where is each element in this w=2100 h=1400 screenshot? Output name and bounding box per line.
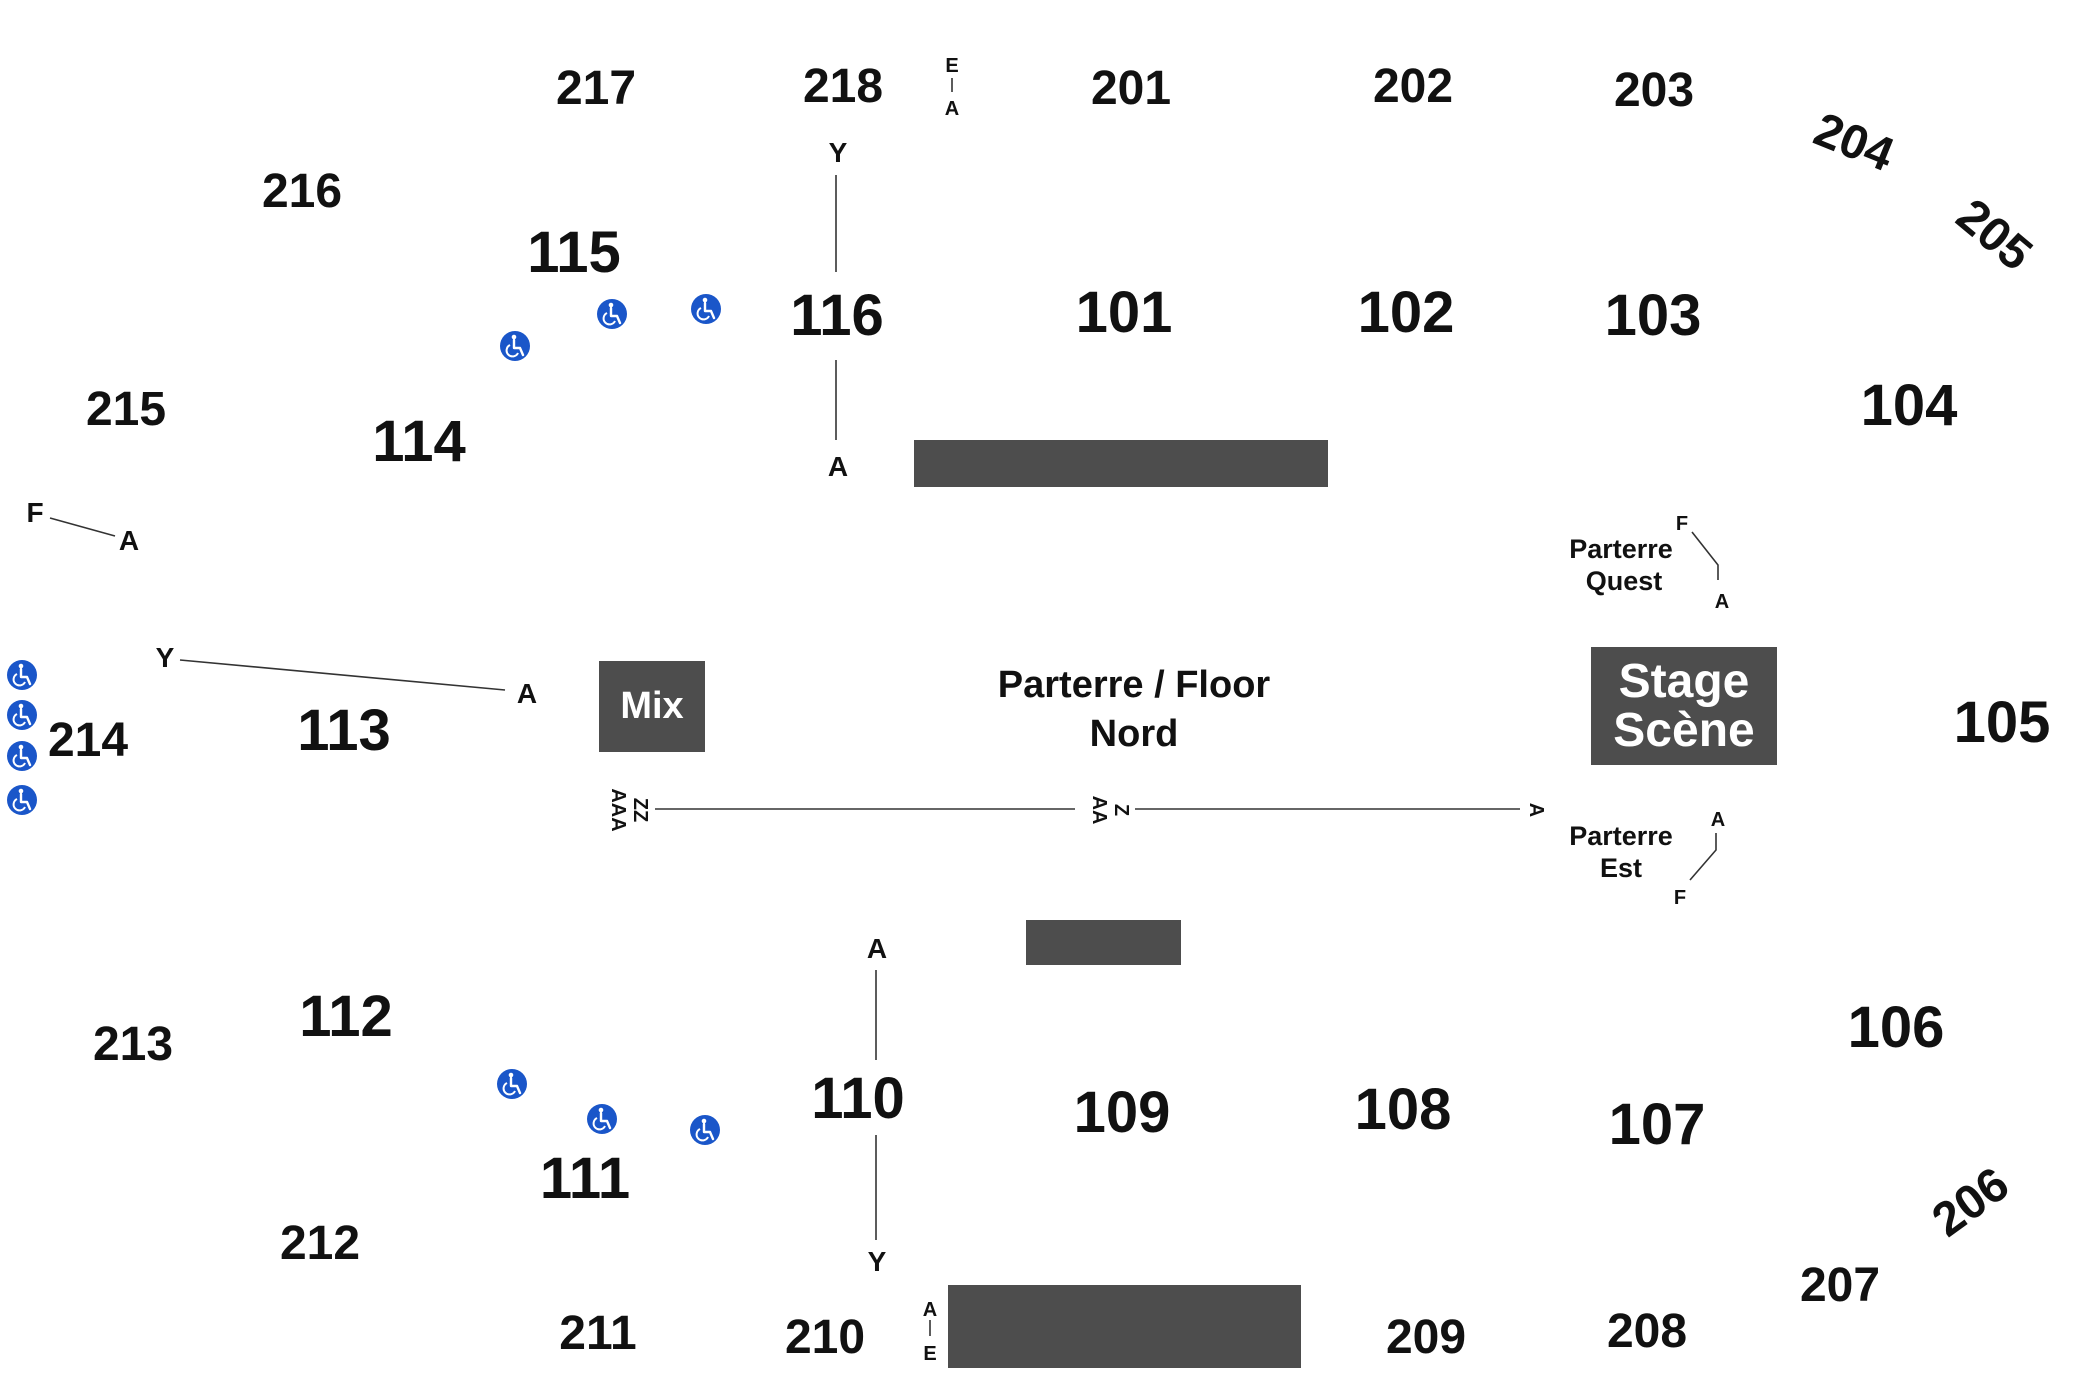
section-214[interactable]: 214 bbox=[48, 714, 128, 767]
parterre-quest-section[interactable]: Parterre Quest bbox=[1569, 534, 1673, 596]
wheelchair-icon bbox=[5, 698, 39, 732]
section-107[interactable]: 107 bbox=[1609, 1092, 1706, 1157]
row-marker-y-110: Y bbox=[868, 1246, 887, 1277]
section-101[interactable]: 101 bbox=[1076, 280, 1173, 345]
parterre-est-sublabel: Est bbox=[1600, 853, 1642, 883]
section-201[interactable]: 201 bbox=[1091, 62, 1171, 115]
row-line-214 bbox=[49, 517, 116, 537]
floor-label: Parterre / Floor bbox=[998, 664, 1271, 706]
parterre-quest-label: Parterre bbox=[1569, 534, 1673, 564]
wheelchair-icon bbox=[585, 1102, 619, 1136]
section-116[interactable]: 116 bbox=[790, 283, 884, 348]
section-210[interactable]: 210 bbox=[785, 1311, 865, 1364]
wheelchair-icon bbox=[5, 783, 39, 817]
row-marker-a-218: A bbox=[945, 98, 959, 120]
section-110[interactable]: 110 bbox=[811, 1066, 905, 1131]
row-line-parterre-quest bbox=[1691, 531, 1719, 580]
section-114[interactable]: 114 bbox=[372, 409, 466, 474]
wheelchair-icon bbox=[498, 329, 532, 363]
row-marker-e-218: E bbox=[945, 55, 958, 77]
section-208[interactable]: 208 bbox=[1607, 1305, 1687, 1358]
row-line-113 bbox=[179, 659, 506, 691]
row-marker-aaa: AAA bbox=[607, 788, 629, 831]
row-marker-y-113: Y bbox=[156, 642, 175, 673]
section-115[interactable]: 115 bbox=[527, 220, 621, 285]
section-113[interactable]: 113 bbox=[297, 698, 391, 763]
row-marker-z: Z bbox=[1110, 804, 1132, 816]
row-marker-y-116: Y bbox=[829, 137, 848, 168]
row-marker-a-parterre-est: A bbox=[1711, 809, 1725, 831]
section-203[interactable]: 203 bbox=[1614, 64, 1694, 117]
section-204[interactable]: 204 bbox=[1807, 103, 1901, 182]
parterre-est-label: Parterre bbox=[1569, 821, 1673, 851]
row-marker-f-parterre-est: F bbox=[1674, 887, 1686, 909]
section-218[interactable]: 218 bbox=[803, 60, 883, 113]
wheelchair-icon bbox=[5, 658, 39, 692]
section-213[interactable]: 213 bbox=[93, 1018, 173, 1071]
row-marker-f-214: F bbox=[26, 497, 43, 528]
section-211[interactable]: 211 bbox=[559, 1307, 636, 1360]
section-216[interactable]: 216 bbox=[262, 165, 342, 218]
floor-section[interactable]: Parterre / Floor Nord bbox=[998, 664, 1271, 755]
section-205[interactable]: 205 bbox=[1946, 189, 2041, 281]
section-215[interactable]: 215 bbox=[86, 383, 166, 436]
section-106[interactable]: 106 bbox=[1848, 995, 1945, 1060]
row-marker-a-116: A bbox=[828, 451, 848, 482]
section-108[interactable]: 108 bbox=[1355, 1077, 1452, 1142]
stage-label-fr: Scène bbox=[1613, 704, 1754, 757]
wheelchair-icon bbox=[688, 1113, 722, 1147]
section-209[interactable]: 209 bbox=[1386, 1311, 1466, 1364]
section-103[interactable]: 103 bbox=[1605, 283, 1702, 348]
mix-label: Mix bbox=[620, 685, 683, 727]
row-marker-aa: AA bbox=[1088, 796, 1110, 825]
row-marker-a-parterre-quest: A bbox=[1715, 591, 1729, 613]
wheelchair-icon bbox=[595, 297, 629, 331]
wheelchair-icon bbox=[495, 1067, 529, 1101]
row-marker-e-210: E bbox=[923, 1343, 936, 1365]
row-marker-f-parterre-quest: F bbox=[1676, 513, 1688, 535]
section-105[interactable]: 105 bbox=[1954, 690, 2051, 755]
mix-booth[interactable]: Mix bbox=[599, 661, 705, 752]
stage[interactable]: Stage Scène bbox=[1591, 647, 1777, 765]
row-marker-a-110: A bbox=[867, 933, 887, 964]
stage-label-en: Stage bbox=[1619, 655, 1750, 708]
upper-walkway-block bbox=[914, 440, 1328, 487]
floor-sublabel: Nord bbox=[1090, 713, 1179, 755]
section-212[interactable]: 212 bbox=[280, 1217, 360, 1270]
section-104[interactable]: 104 bbox=[1861, 373, 1958, 438]
section-217[interactable]: 217 bbox=[556, 62, 636, 115]
row-marker-a-floor: A bbox=[1525, 803, 1547, 817]
parterre-quest-sublabel: Quest bbox=[1586, 566, 1663, 596]
row-line-parterre-est bbox=[1689, 833, 1717, 881]
wheelchair-icon bbox=[5, 739, 39, 773]
parterre-est-section[interactable]: Parterre Est bbox=[1569, 821, 1673, 883]
section-111[interactable]: 111 bbox=[540, 1146, 630, 1211]
row-marker-zz: ZZ bbox=[629, 798, 651, 822]
wheelchair-icon bbox=[689, 292, 723, 326]
lower-walkway-block bbox=[1026, 920, 1181, 965]
row-marker-a-214: A bbox=[119, 525, 139, 556]
section-206[interactable]: 206 bbox=[1923, 1157, 2019, 1247]
section-112[interactable]: 112 bbox=[299, 984, 393, 1049]
section-102[interactable]: 102 bbox=[1358, 280, 1455, 345]
bottom-walkway-block bbox=[948, 1285, 1301, 1368]
section-207[interactable]: 207 bbox=[1800, 1259, 1880, 1312]
section-109[interactable]: 109 bbox=[1074, 1080, 1171, 1145]
row-marker-a-210: A bbox=[923, 1299, 937, 1321]
section-202[interactable]: 202 bbox=[1373, 60, 1453, 113]
row-marker-a-113: A bbox=[517, 678, 537, 709]
